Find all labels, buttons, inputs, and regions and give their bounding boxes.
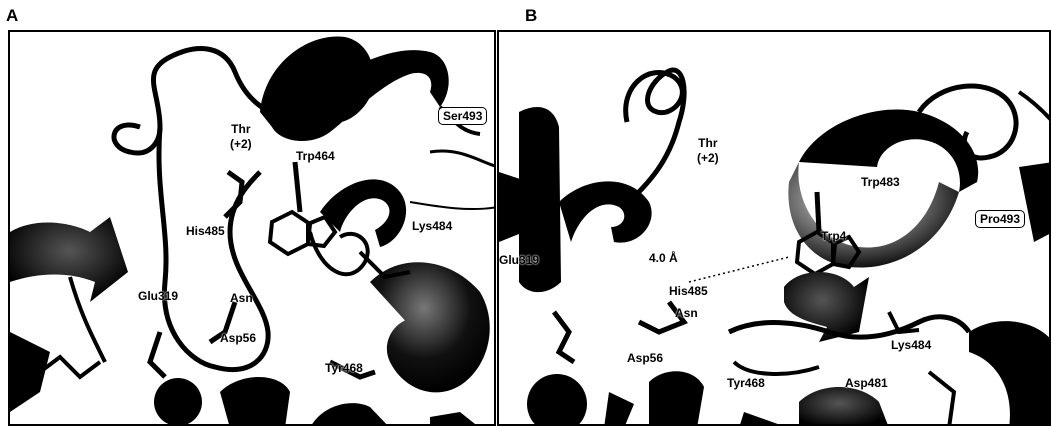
panel-b-structure: Thr (+2) Trp483 Pro493 Trp4 Glu319 4.0 Å… bbox=[497, 30, 1051, 426]
label-asn: Asn bbox=[675, 307, 698, 319]
label-asp56: Asp56 bbox=[627, 352, 663, 364]
label-asp56: Asp56 bbox=[220, 332, 256, 344]
label-trp464: Trp464 bbox=[296, 150, 335, 162]
label-lys484: Lys484 bbox=[412, 220, 452, 232]
label-thr-position: (+2) bbox=[230, 137, 252, 152]
label-thr: Thr bbox=[697, 136, 719, 151]
label-thr-plus2: Thr (+2) bbox=[230, 122, 252, 152]
panel-a-structure: Ser493 Thr (+2) Trp464 His485 Lys484 Glu… bbox=[8, 30, 496, 426]
label-tyr468: Tyr468 bbox=[325, 362, 363, 374]
label-pro493: Pro493 bbox=[975, 210, 1025, 228]
label-tyr468: Tyr468 bbox=[727, 377, 765, 389]
panel-a-letter: A bbox=[6, 6, 18, 26]
label-distance: 4.0 Å bbox=[649, 252, 678, 264]
label-thr-position: (+2) bbox=[697, 151, 719, 166]
label-glu319: Glu319 bbox=[138, 290, 178, 302]
label-trp483: Trp483 bbox=[861, 176, 900, 188]
label-his485: His485 bbox=[669, 285, 708, 297]
label-thr-plus2: Thr (+2) bbox=[697, 136, 719, 166]
label-thr: Thr bbox=[230, 122, 252, 137]
label-glu319: Glu319 bbox=[499, 254, 539, 266]
label-his485: His485 bbox=[186, 225, 225, 237]
panel-b-ribbon-image bbox=[499, 32, 1051, 426]
label-asn: Asn bbox=[230, 292, 253, 304]
label-lys484: Lys484 bbox=[891, 339, 931, 351]
label-ser493: Ser493 bbox=[438, 107, 487, 125]
label-trp-partial: Trp4 bbox=[821, 230, 846, 242]
label-asp481: Asp481 bbox=[845, 377, 888, 389]
panel-b-letter: B bbox=[525, 6, 537, 26]
